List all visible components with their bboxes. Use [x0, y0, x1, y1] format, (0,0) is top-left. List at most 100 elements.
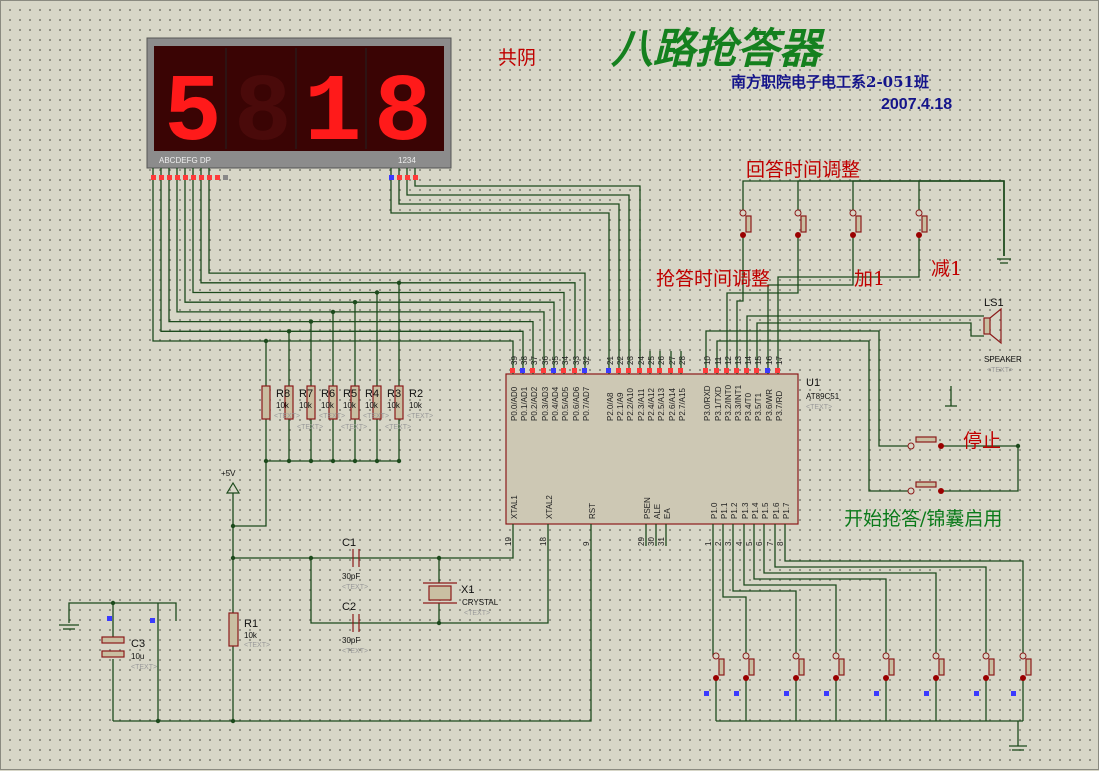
button-contact	[882, 652, 890, 660]
contestant-button-6[interactable]	[932, 652, 945, 681]
subtitle: 南方职院电子电工系2-051班	[731, 73, 929, 91]
resistor-ref: R7	[299, 388, 313, 400]
microcontroller-u1[interactable]: U1 AT89C51 <TEXT> 39P0.0/AD038P0.1/AD137…	[504, 351, 840, 546]
pin-marker	[744, 368, 749, 373]
pin-marker	[974, 691, 979, 696]
chip-text: <TEXT>	[806, 404, 832, 411]
chip-pin-name: P3.4/T0	[744, 392, 753, 421]
contestant-button-5[interactable]	[882, 652, 895, 681]
wire	[742, 180, 1005, 256]
answer-time-button[interactable]	[739, 209, 752, 238]
wire	[68, 602, 177, 623]
answer-time-button-2[interactable]	[794, 209, 807, 238]
chip-pin-number: 22	[616, 356, 625, 365]
junction	[330, 309, 336, 315]
common-cathode-label: 共阴	[498, 47, 536, 69]
junction	[110, 600, 116, 606]
pin-marker	[561, 368, 566, 373]
contestant-button-2[interactable]	[742, 652, 755, 681]
chip-pin-number: 27	[668, 356, 677, 365]
segment-wire	[184, 168, 555, 351]
button-contact	[1020, 675, 1026, 681]
chip-pin-number: 18	[539, 537, 548, 546]
junction	[352, 300, 358, 305]
pin-marker	[703, 368, 708, 373]
chip-pin-name: P0.3/AD3	[541, 386, 550, 421]
resistor-body	[284, 385, 294, 420]
chip-pin-name: P2.2/A10	[626, 388, 635, 421]
stop-button[interactable]	[907, 436, 944, 450]
resistor-r4[interactable]	[350, 385, 360, 420]
chip-pin-name: P3.5/T1	[754, 392, 763, 421]
pin-marker	[1011, 691, 1016, 696]
chip-pin-name: P1.2	[730, 502, 739, 519]
chip-pin-number: 16	[765, 356, 774, 365]
button-contact	[832, 652, 840, 660]
wire	[753, 546, 887, 656]
wire	[797, 180, 1005, 256]
button-contact	[983, 675, 989, 681]
pin-marker	[183, 175, 188, 180]
digit-wire	[406, 168, 630, 351]
pin-marker	[647, 368, 652, 373]
resistor-r8[interactable]	[261, 385, 271, 420]
wire	[732, 546, 797, 656]
crystal-x1	[428, 585, 452, 601]
answer-time-adjust-label: 回答时间调整	[746, 159, 860, 181]
button-contact	[740, 232, 746, 238]
contestant-button-1[interactable]	[712, 652, 725, 681]
pin-marker	[657, 368, 662, 373]
button-cap	[745, 215, 752, 233]
button-cap	[988, 658, 995, 676]
chip-pin-number: 38	[520, 356, 529, 365]
chip-pin-name: P0.6/AD6	[572, 386, 581, 421]
c1-value: 30pF	[342, 572, 360, 581]
chip-pin-name: P1.4	[751, 502, 760, 519]
start-button[interactable]	[907, 481, 944, 495]
resistor-body	[328, 385, 338, 420]
pin-marker	[151, 175, 156, 180]
button-contact	[792, 652, 800, 660]
date: 2007.4.18	[881, 96, 952, 113]
resistor-r5[interactable]	[328, 385, 338, 420]
chip-pin-number: 14	[744, 356, 753, 365]
button-cap	[748, 658, 755, 676]
button-contact	[907, 442, 915, 450]
resistor-r7[interactable]	[284, 385, 294, 420]
resistor-text: <TEXT>	[385, 424, 411, 431]
wire	[784, 546, 1024, 656]
junction	[308, 555, 314, 561]
title: 八路抢答器	[611, 24, 825, 73]
resistor-r6[interactable]	[306, 385, 316, 420]
chip-pin-name: P1.7	[782, 502, 791, 519]
contestant-button-4[interactable]	[832, 652, 845, 681]
resistor-text: <TEXT>	[297, 424, 323, 431]
x1-ref: X1	[461, 584, 474, 596]
chip-pin-name: P0.4/AD4	[551, 386, 560, 421]
junction	[308, 319, 314, 324]
button-contact	[938, 443, 944, 449]
contestant-button-3[interactable]	[792, 652, 805, 681]
pin-marker	[413, 175, 418, 180]
contestant-button-7[interactable]	[982, 652, 995, 681]
button-contact	[743, 675, 749, 681]
chip-pin-name: P2.4/A12	[647, 388, 656, 421]
speaker-text: <TEXT>	[987, 367, 1013, 374]
button-contact	[713, 675, 719, 681]
plus-one-button[interactable]	[849, 209, 862, 238]
resistor-r3[interactable]	[372, 385, 382, 420]
speaker-ls1[interactable]: LS1 SPEAKER <TEXT>	[983, 297, 1022, 374]
pin-marker	[678, 368, 683, 373]
resistor-r2[interactable]	[394, 385, 404, 420]
minus-one-button[interactable]	[915, 209, 928, 238]
pin-marker	[714, 368, 719, 373]
contestant-button-8[interactable]	[1019, 652, 1032, 681]
resistor-body	[306, 385, 316, 420]
resistor-value: 10k	[343, 401, 357, 410]
segment-wire	[176, 168, 545, 351]
resistor-body	[372, 385, 382, 420]
button-contact	[982, 652, 990, 660]
resistor-ref: R8	[276, 388, 290, 400]
